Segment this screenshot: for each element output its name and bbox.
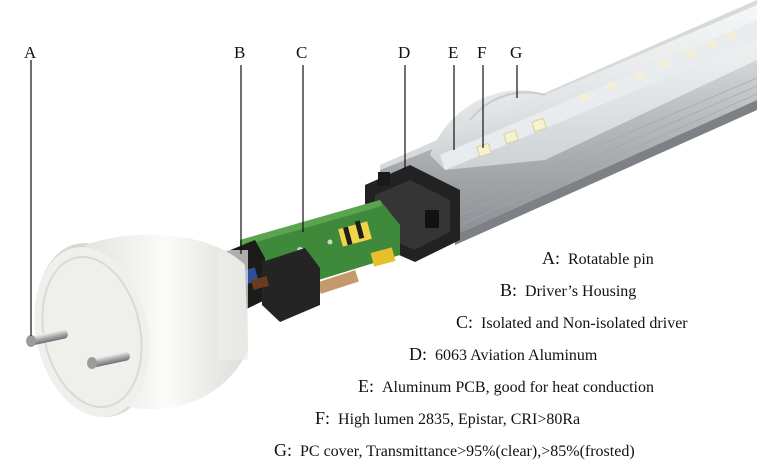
callout-d: D (398, 43, 411, 62)
end-cap (34, 234, 248, 417)
callout-b: B (234, 43, 246, 62)
legend-item-a: A: Rotatable pin (542, 249, 654, 268)
legend-text-c: Isolated and Non-isolated driver (481, 315, 688, 332)
legend-item-g: G: PC cover, Transmittance>95%(clear),>85… (274, 441, 635, 460)
callout-a: A (24, 43, 37, 62)
legend-key-c: C: (456, 312, 474, 332)
legend-key-b: B: (500, 280, 518, 300)
legend-text-b: Driver’s Housing (525, 283, 637, 300)
legend-key-g: G: (274, 440, 292, 460)
legend-key-a: A: (542, 248, 560, 268)
callout-c: C (296, 43, 308, 62)
callout-e: E (448, 43, 459, 62)
leader-lines (30, 60, 518, 336)
callout-g: G (510, 43, 523, 62)
legend-text-f: High lumen 2835, Epistar, CRI>80Ra (338, 411, 581, 428)
legend-item-f: F: High lumen 2835, Epistar, CRI>80Ra (315, 409, 580, 428)
led-strip (440, 20, 757, 170)
rotatable-pins (26, 329, 130, 369)
legend-text-d: 6063 Aviation Aluminum (435, 347, 598, 364)
legend-text-a: Rotatable pin (568, 251, 654, 268)
legend-key-d: D: (409, 344, 427, 364)
legend-key-f: F: (315, 408, 331, 428)
legend-item-d: D: 6063 Aviation Aluminum (409, 345, 597, 364)
legend-item-e: E: Aluminum PCB, good for heat conduction (358, 377, 654, 396)
legend-text-g: PC cover, Transmittance>95%(clear),>85%(… (300, 443, 635, 460)
legend-item-b: B: Driver’s Housing (500, 281, 636, 300)
legend-key-e: E: (358, 376, 374, 396)
legend-item-c: C: Isolated and Non-isolated driver (456, 313, 688, 332)
legend-text-e: Aluminum PCB, good for heat conduction (382, 379, 654, 396)
callout-f: F (477, 43, 487, 62)
